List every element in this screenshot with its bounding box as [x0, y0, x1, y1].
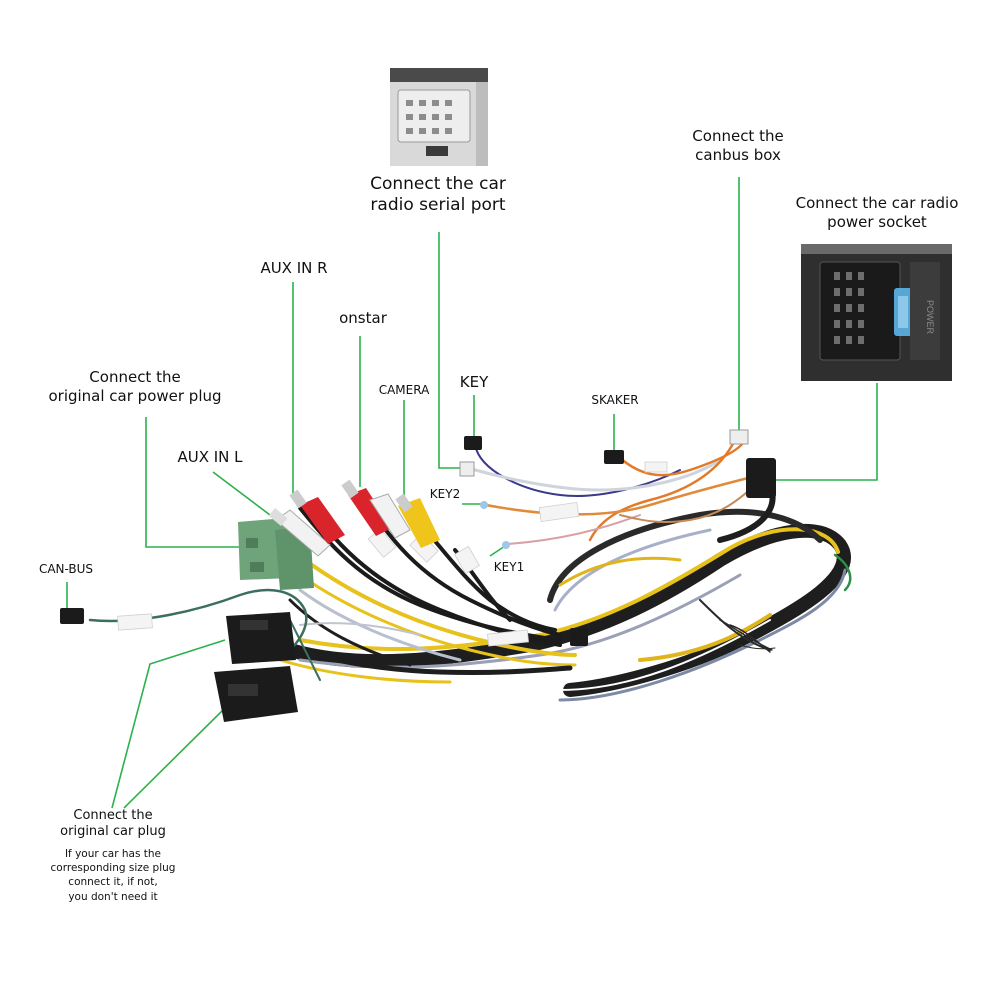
original-car-plug [214, 612, 298, 722]
original-car-plug-note-line3: connect it, if not, [68, 876, 158, 889]
power-socket-label-line2: power socket [827, 212, 927, 231]
original-car-plug-note-line2: corresponding size plug [50, 862, 176, 875]
leader-lines [66, 177, 878, 809]
power-socket-side-text: POWER [925, 300, 935, 335]
power-socket-label-line1: Connect the car radio [795, 194, 959, 212]
key-label: KEY [459, 373, 489, 391]
serial-port-label-line2: radio serial port [370, 195, 506, 216]
wire-tags [117, 461, 668, 647]
aux-in-r-label: AUX IN R [260, 259, 328, 277]
original-car-plug-note-line4: you don't need it [68, 890, 158, 903]
onstar-label: onstar [339, 309, 387, 327]
small-connectors [60, 436, 776, 646]
original-car-plug-label-line1: Connect the [73, 808, 153, 823]
camera-label: CAMERA [378, 383, 430, 397]
serial-port-label-line1: Connect the car [370, 174, 506, 194]
original-car-plug-label-line2: original car plug [60, 824, 166, 840]
serial-port-connector-photo [390, 68, 488, 166]
power-socket-connector-photo [801, 244, 952, 381]
skaker-label: SKAKER [591, 393, 639, 407]
can-bus-label: CAN-BUS [38, 562, 94, 576]
original-car-plug-note-line1: If your car has the [64, 848, 162, 860]
original-power-plug-label-line2: original car power plug [48, 386, 222, 405]
aux-in-l-label: AUX IN L [177, 448, 243, 466]
rca-plugs [268, 429, 749, 557]
original-power-plug-label-line1: Connect the [89, 368, 181, 386]
original-car-plug-label: Connect the original car plug [33, 808, 193, 841]
canbus-box-label-line1: Connect the [692, 127, 784, 145]
canbus-box-label-line2: canbus box [695, 145, 781, 164]
canbus-box-label: Connect the canbus box [658, 127, 818, 165]
serial-port-label: Connect the car radio serial port [343, 174, 533, 217]
key1-label: KEY1 [493, 560, 525, 574]
original-car-plug-note: If your car has the corresponding size p… [38, 847, 188, 904]
original-power-plug-label: Connect the original car power plug [20, 368, 250, 406]
key2-label: KEY2 [429, 487, 461, 501]
wire-harness-photo [88, 438, 852, 702]
power-socket-label: Connect the car radio power socket [772, 194, 982, 232]
key-terminals [480, 501, 510, 549]
